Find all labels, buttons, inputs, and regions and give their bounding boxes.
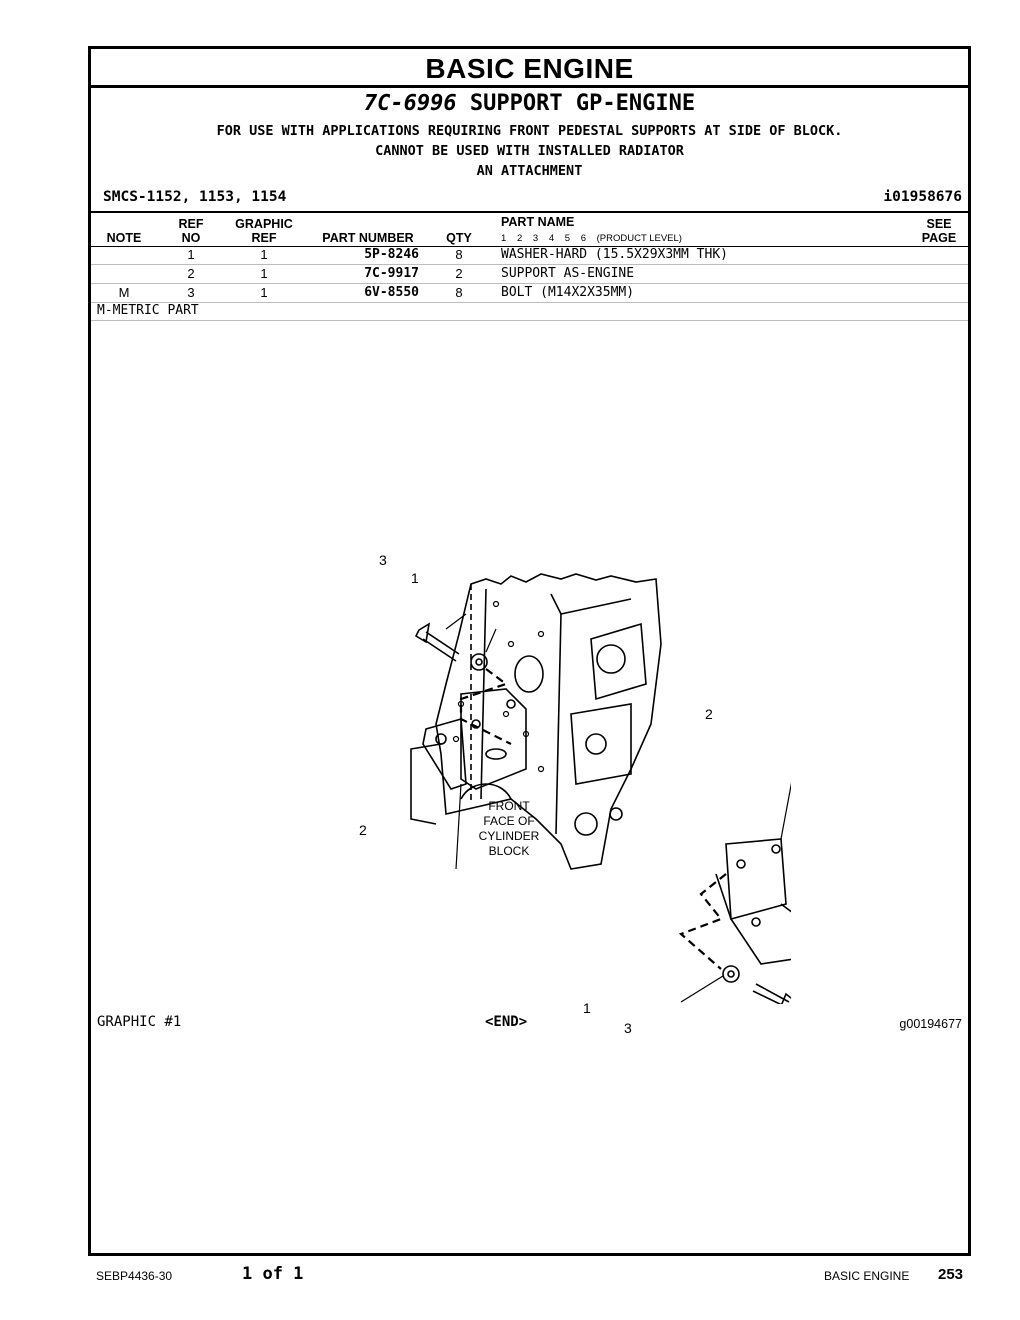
product-level-1: 1 bbox=[501, 233, 507, 244]
row-divider bbox=[91, 264, 968, 265]
exploded-view-illustration bbox=[410, 573, 791, 1004]
footer-page-of: 1 of 1 bbox=[242, 1264, 304, 1284]
footer-section: BASIC ENGINE bbox=[824, 1269, 910, 1283]
legend-divider bbox=[91, 320, 968, 321]
section-title: BASIC ENGINE bbox=[91, 49, 968, 88]
info-id: i01958676 bbox=[883, 189, 962, 205]
page-frame: BASIC ENGINE 7C-6996 SUPPORT GP-ENGINE F… bbox=[88, 46, 971, 1256]
group-description-2: CANNOT BE USED WITH INSTALLED RADIATOR bbox=[375, 143, 684, 159]
row-part-name: SUPPORT AS-ENGINE bbox=[501, 266, 635, 281]
header-graphic-ref-1: GRAPHIC bbox=[235, 217, 293, 231]
right-support bbox=[715, 838, 791, 965]
row-part-name: BOLT (M14X2X35MM) bbox=[501, 285, 635, 300]
header-bottom-rule bbox=[91, 246, 968, 247]
product-level-6: 6 bbox=[580, 233, 586, 244]
group-description-3: AN ATTACHMENT bbox=[476, 163, 583, 179]
row-divider bbox=[91, 283, 968, 284]
callout-2-right: 2 bbox=[705, 706, 713, 722]
group-part-number: 7C-6996 bbox=[363, 91, 457, 116]
header-ref-no-2: NO bbox=[181, 231, 201, 245]
row-graphic-ref: 1 bbox=[260, 247, 268, 262]
front-face-label: FRONT FACE OF CYLINDER BLOCK bbox=[469, 799, 549, 859]
callout-leaders bbox=[445, 613, 791, 1003]
header-part-number: PART NUMBER bbox=[322, 231, 414, 245]
row-part-number[interactable]: 6V-8550 bbox=[364, 285, 419, 300]
header-see-page-2: PAGE bbox=[921, 231, 957, 245]
row-part-number[interactable]: 7C-9917 bbox=[364, 266, 419, 281]
header-qty: QTY bbox=[446, 231, 472, 245]
callout-2-left: 2 bbox=[359, 822, 367, 838]
right-assembly-line bbox=[678, 873, 727, 970]
smcs-codes: SMCS-1152, 1153, 1154 bbox=[103, 189, 287, 205]
product-level-3: 3 bbox=[532, 233, 539, 244]
row-part-name: WASHER-HARD (15.5X29X3MM THK) bbox=[501, 247, 728, 262]
row-qty: 8 bbox=[455, 285, 463, 300]
left-assembly-line bbox=[459, 668, 512, 745]
header-part-name: PART NAME bbox=[501, 215, 575, 229]
row-qty: 8 bbox=[455, 247, 463, 262]
row-divider bbox=[91, 302, 968, 303]
product-level-5: 5 bbox=[564, 233, 571, 244]
graphic-caption: GRAPHIC #1 bbox=[97, 1014, 182, 1030]
graphic-id: g00194677 bbox=[899, 1017, 962, 1031]
callout-3-lower: 3 bbox=[624, 1020, 632, 1036]
header-ref-no-1: REF bbox=[178, 217, 204, 231]
front-face-label-line: FRONT bbox=[488, 799, 530, 813]
product-level-label: (PRODUCT LEVEL) bbox=[596, 233, 682, 244]
footer-doc-id: SEBP4436-30 bbox=[96, 1269, 173, 1283]
callout-1-upper: 1 bbox=[411, 570, 419, 586]
header-note: NOTE bbox=[106, 231, 142, 245]
row-ref-no: 2 bbox=[187, 266, 195, 281]
row-part-number[interactable]: 5P-8246 bbox=[364, 247, 419, 262]
callout-1-lower: 1 bbox=[583, 1000, 591, 1016]
row-graphic-ref: 1 bbox=[260, 285, 268, 300]
row-qty: 2 bbox=[455, 266, 463, 281]
table-top-rule bbox=[91, 211, 968, 213]
product-level-2: 2 bbox=[516, 233, 523, 244]
metric-legend: M-METRIC PART bbox=[97, 303, 199, 318]
group-name: SUPPORT GP-ENGINE bbox=[469, 91, 696, 116]
product-levels: 1 2 3 4 5 6 (PRODUCT LEVEL) bbox=[501, 233, 690, 244]
group-title: 7C-6996 SUPPORT GP-ENGINE bbox=[91, 91, 968, 116]
header-graphic-ref-2: REF bbox=[251, 231, 277, 245]
left-support bbox=[422, 688, 527, 790]
row-graphic-ref: 1 bbox=[260, 266, 268, 281]
row-ref-no: 3 bbox=[187, 285, 195, 300]
front-face-label-line: BLOCK bbox=[488, 844, 530, 858]
product-level-4: 4 bbox=[548, 233, 555, 244]
left-bolt-and-washer bbox=[414, 622, 488, 671]
front-face-label-line: FACE OF bbox=[483, 814, 535, 828]
callout-3-upper: 3 bbox=[379, 552, 387, 568]
row-ref-no: 1 bbox=[187, 247, 195, 262]
footer-page-number: 253 bbox=[938, 1266, 964, 1283]
end-marker: <END> bbox=[485, 1014, 528, 1030]
group-description-1: FOR USE WITH APPLICATIONS REQUIRING FRON… bbox=[216, 123, 843, 139]
header-see-page-1: SEE bbox=[926, 217, 952, 231]
row-note: M bbox=[118, 285, 130, 300]
front-face-label-line: CYLINDER bbox=[478, 829, 540, 843]
right-bolt-and-washer bbox=[722, 965, 791, 1004]
